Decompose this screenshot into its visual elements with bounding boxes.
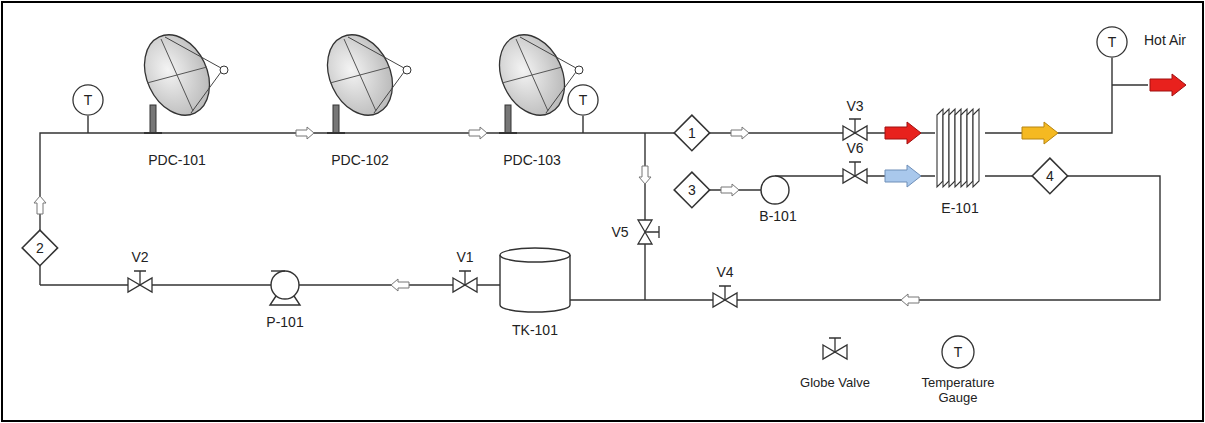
equipment-tag: E-101 — [941, 200, 978, 216]
equipment-tag: PDC-103 — [503, 152, 561, 168]
stream-diamond: 3 — [673, 171, 711, 209]
gauge-letter: T — [954, 344, 963, 360]
gauge-letter: T — [1108, 35, 1117, 49]
stream-number: 2 — [36, 241, 44, 255]
equipment-tag: P-101 — [266, 314, 303, 330]
equipment-tag: B-101 — [759, 208, 796, 224]
equipment-tag: PDC-102 — [331, 152, 389, 168]
equipment-tag: V6 — [846, 140, 863, 156]
gauge-letter: T — [579, 93, 588, 107]
stream-diamond: 2 — [21, 229, 59, 267]
stream-diamond: 4 — [1031, 157, 1069, 195]
stream-number: 1 — [688, 126, 696, 140]
temperature-gauge: T — [567, 84, 599, 116]
legend-text: Temperature Gauge — [920, 376, 996, 406]
equipment-tag: V4 — [716, 264, 733, 280]
stream-number: 4 — [1046, 169, 1054, 183]
stream-number: 3 — [688, 183, 696, 197]
equipment-tag: PDC-101 — [148, 152, 206, 168]
equipment-tag: V2 — [131, 249, 148, 265]
stream-label: Hot Air — [1144, 32, 1186, 48]
gauge-letter: T — [84, 93, 93, 107]
equipment-tag: V3 — [846, 98, 863, 114]
equipment-tag: TK-101 — [512, 322, 558, 338]
temperature-gauge: T — [1096, 26, 1128, 58]
legend-text: Globe Valve — [797, 376, 873, 391]
equipment-tag: V5 — [611, 224, 628, 240]
equipment-tag: V1 — [456, 249, 473, 265]
temperature-gauge: T — [72, 84, 104, 116]
stream-diamond: 1 — [673, 114, 711, 152]
